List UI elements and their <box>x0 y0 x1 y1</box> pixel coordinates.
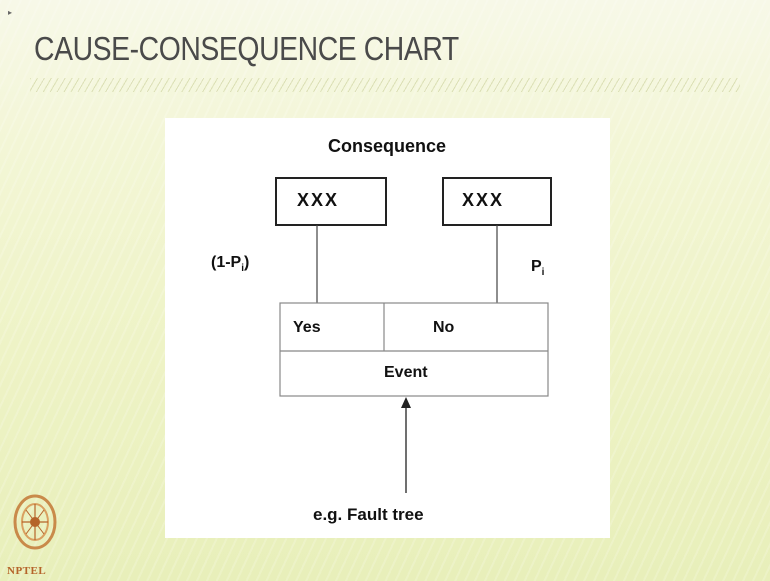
fault-tree-arrow-head <box>401 397 411 408</box>
corner-mark: ▸ <box>8 8 13 17</box>
event-table <box>279 302 549 397</box>
left-probability-label: (1-Pi) <box>211 254 249 274</box>
right-prob-subscript: i <box>541 267 545 279</box>
left-prob-suffix: ) <box>244 254 250 271</box>
slide-title: CAUSE-CONSEQUENCE CHART <box>34 30 459 67</box>
consequence-label: Consequence <box>328 136 447 156</box>
left-consequence-box <box>275 177 387 226</box>
nptel-logo-text: NPTEL <box>7 565 47 577</box>
event-label: Event <box>384 364 428 381</box>
no-label: No <box>433 319 455 336</box>
left-box-label: XXX <box>297 190 340 210</box>
diagram-panel: Consequence XXX XXX (1-Pi) Pi Yes No Eve… <box>165 118 610 538</box>
right-consequence-box <box>442 177 552 226</box>
fault-tree-label: e.g. Fault tree <box>313 505 424 524</box>
right-box-label: XXX <box>462 190 505 210</box>
left-prob-subscript: i <box>241 263 245 275</box>
diagram-svg <box>275 177 552 493</box>
right-probability-label: Pi <box>531 258 544 278</box>
left-prob-prefix: (1-P <box>211 254 242 271</box>
yes-label: Yes <box>293 319 321 336</box>
nptel-logo <box>13 494 57 550</box>
right-prob-main: P <box>531 258 542 275</box>
title-underline <box>30 78 740 92</box>
